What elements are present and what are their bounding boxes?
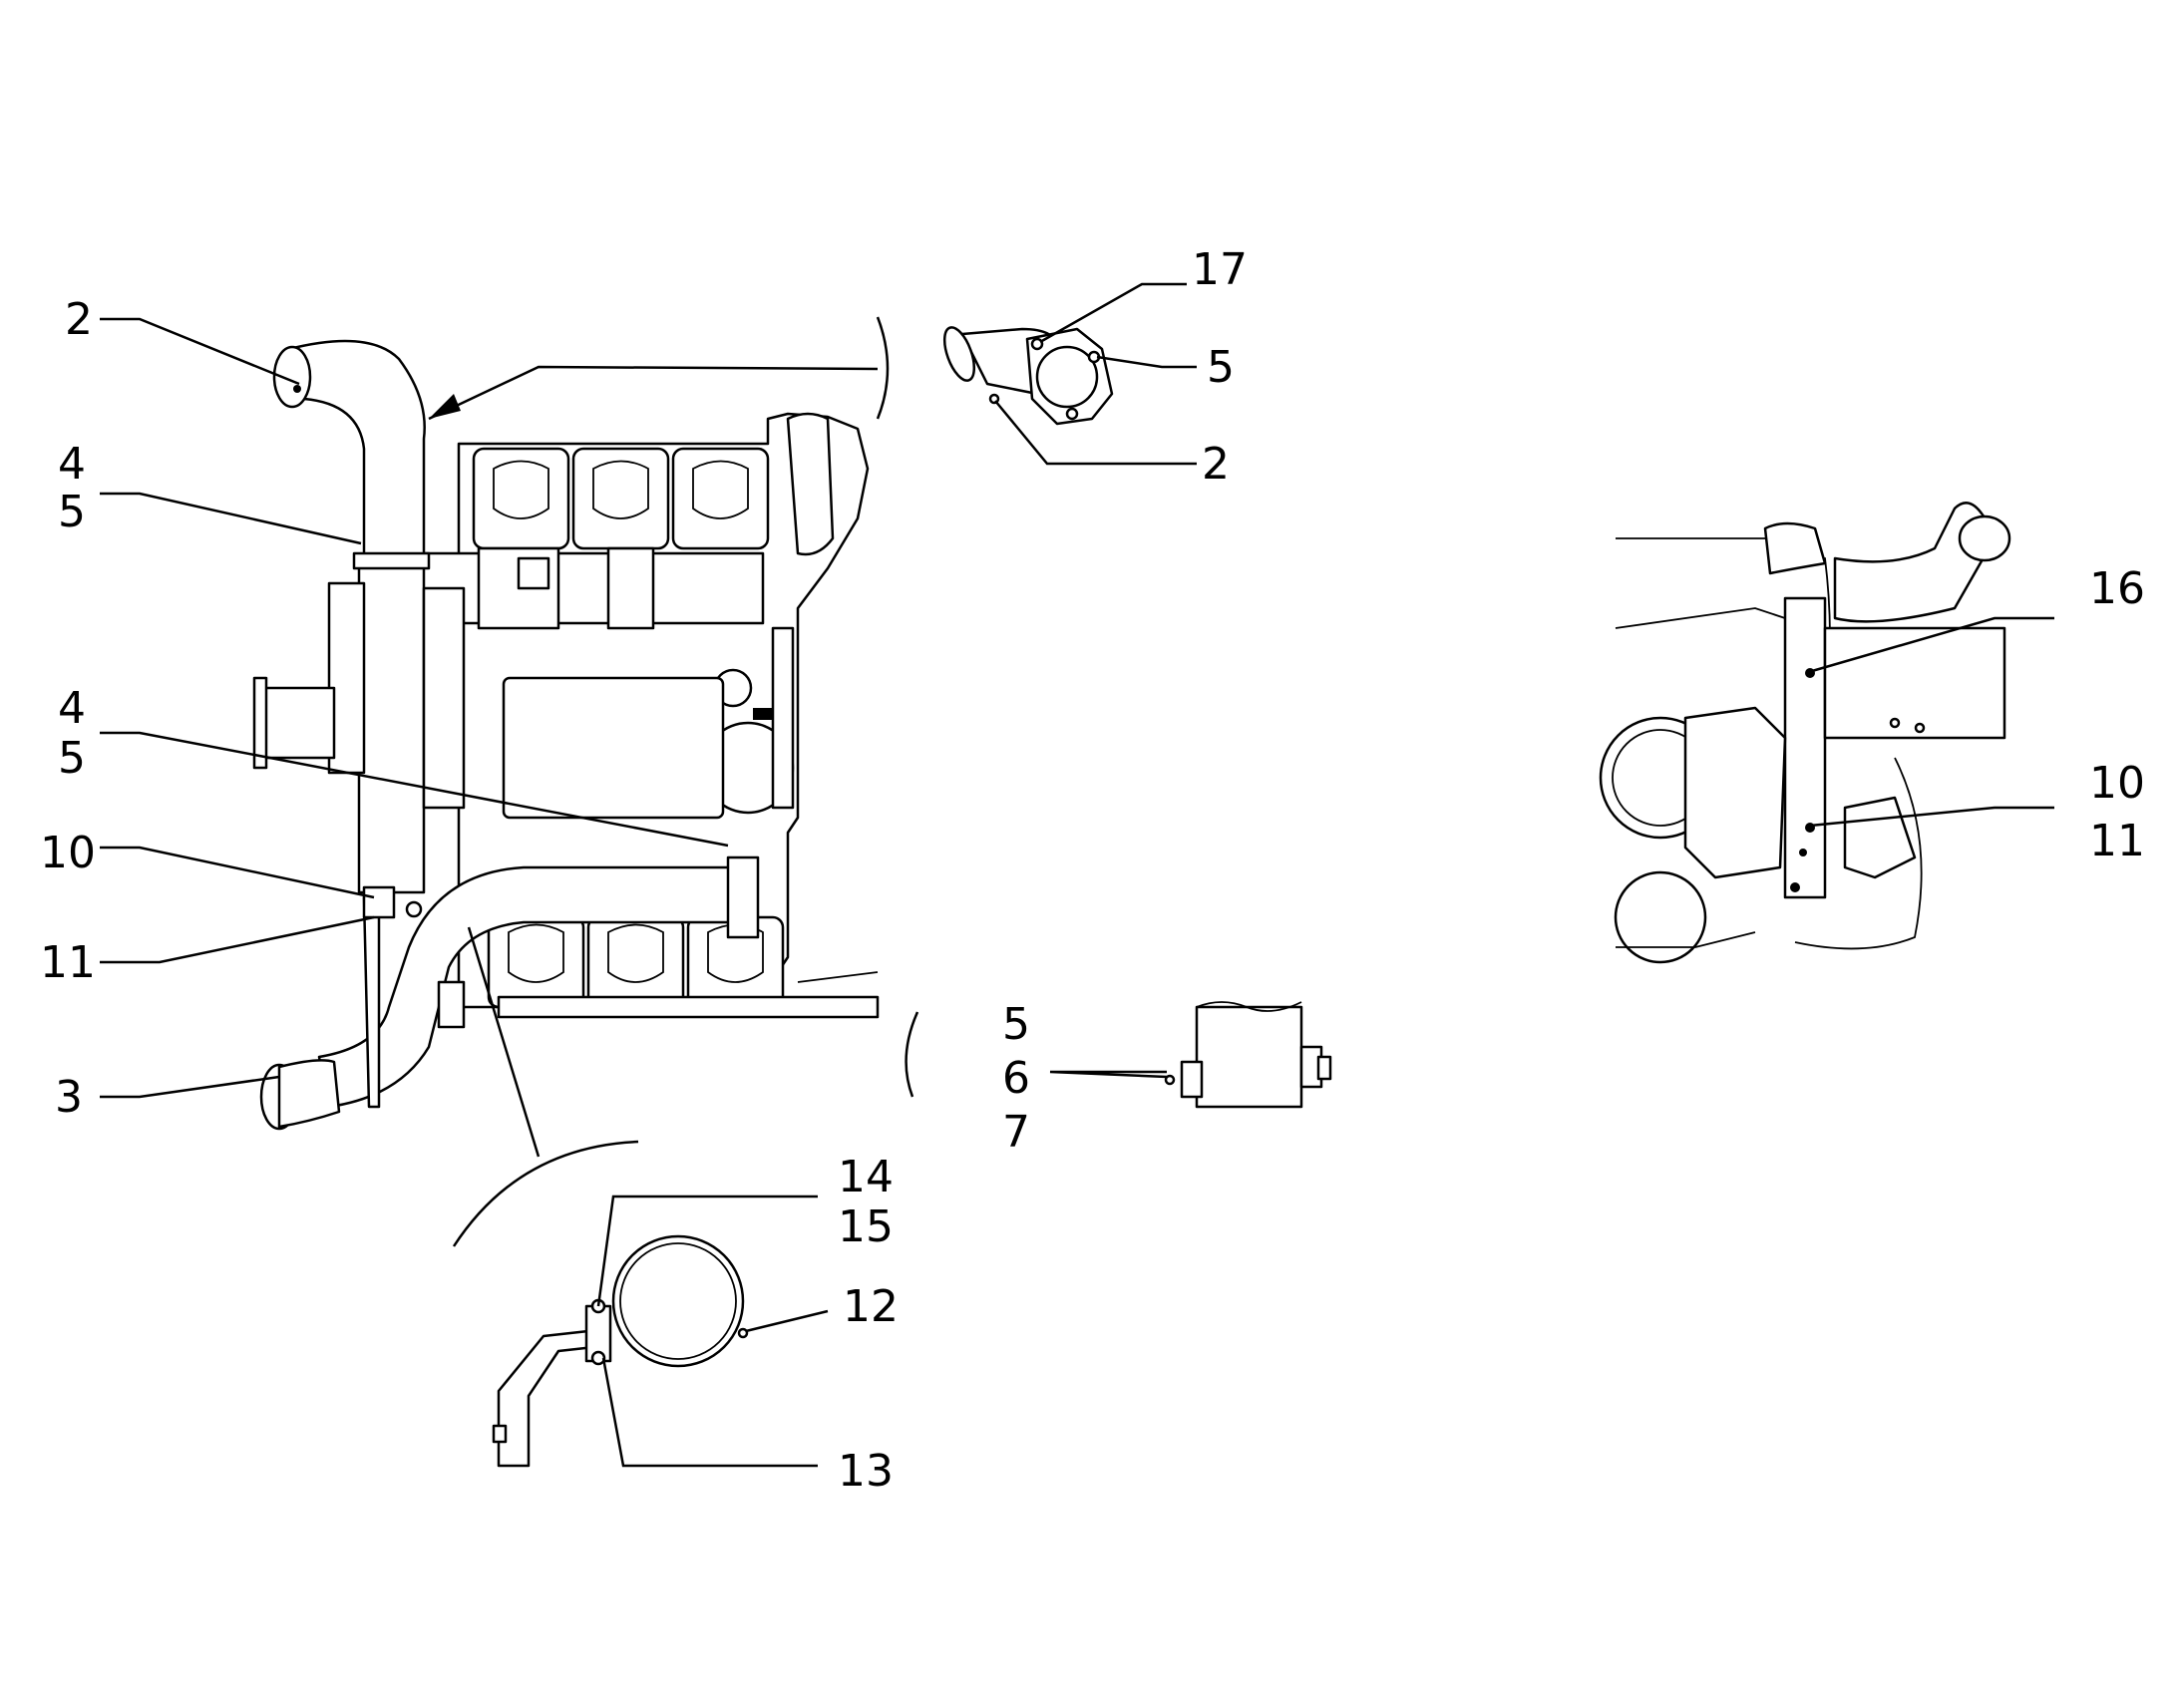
callout-10-right: 10	[2089, 758, 2145, 809]
callout-11-right: 11	[2089, 816, 2145, 866]
frame-rail	[497, 995, 880, 1019]
callout-6: 6	[1002, 1053, 1030, 1104]
callout-17: 17	[1192, 244, 1248, 295]
callout-13: 13	[838, 1446, 894, 1497]
callout-5-lower: 5	[58, 733, 86, 784]
callout-10-left: 10	[40, 828, 96, 878]
valve-cover-2	[571, 447, 670, 550]
main-engine-view	[252, 316, 890, 1247]
detail-sensor	[905, 1001, 1332, 1109]
callout-5-sensor: 5	[1002, 999, 1030, 1050]
callout-11-left: 11	[40, 937, 96, 988]
valve-cover-5	[586, 915, 685, 1009]
sensor-housing	[1195, 1005, 1303, 1109]
callout-labels: 2 4 5 4 5 10 11 3 17 5 2 5 6 7 14 15 12 …	[40, 244, 2145, 1497]
callout-16: 16	[2089, 563, 2145, 614]
clamp-ring	[611, 1234, 745, 1368]
leader-lines	[100, 282, 2054, 1468]
tube-end-upper	[272, 345, 312, 409]
charge-air-tube-upper	[287, 339, 426, 560]
detail-clamp	[492, 1234, 749, 1468]
side-tube	[1763, 521, 1827, 575]
callout-2-upper-left: 2	[65, 294, 93, 345]
callout-12: 12	[843, 1281, 899, 1332]
valve-cover-4	[487, 915, 585, 1009]
callout-5-upper: 5	[58, 487, 86, 537]
valve-cover-3	[671, 447, 770, 550]
valve-cover-1	[472, 447, 570, 550]
side-bracket	[1783, 596, 1827, 899]
callout-15: 15	[838, 1201, 894, 1252]
callout-5-elbow: 5	[1207, 342, 1235, 393]
callout-7: 7	[1002, 1107, 1030, 1158]
callout-3: 3	[55, 1072, 83, 1123]
callout-14: 14	[838, 1152, 894, 1202]
exhaust-manifold-top	[417, 551, 765, 625]
callout-4-upper: 4	[58, 439, 86, 490]
intercooler-left	[357, 556, 426, 894]
callout-2-elbow: 2	[1202, 439, 1230, 490]
callout-4-lower: 4	[58, 683, 86, 734]
detail-tube-elbow	[942, 326, 1114, 426]
detail-side-view	[1599, 502, 2011, 964]
